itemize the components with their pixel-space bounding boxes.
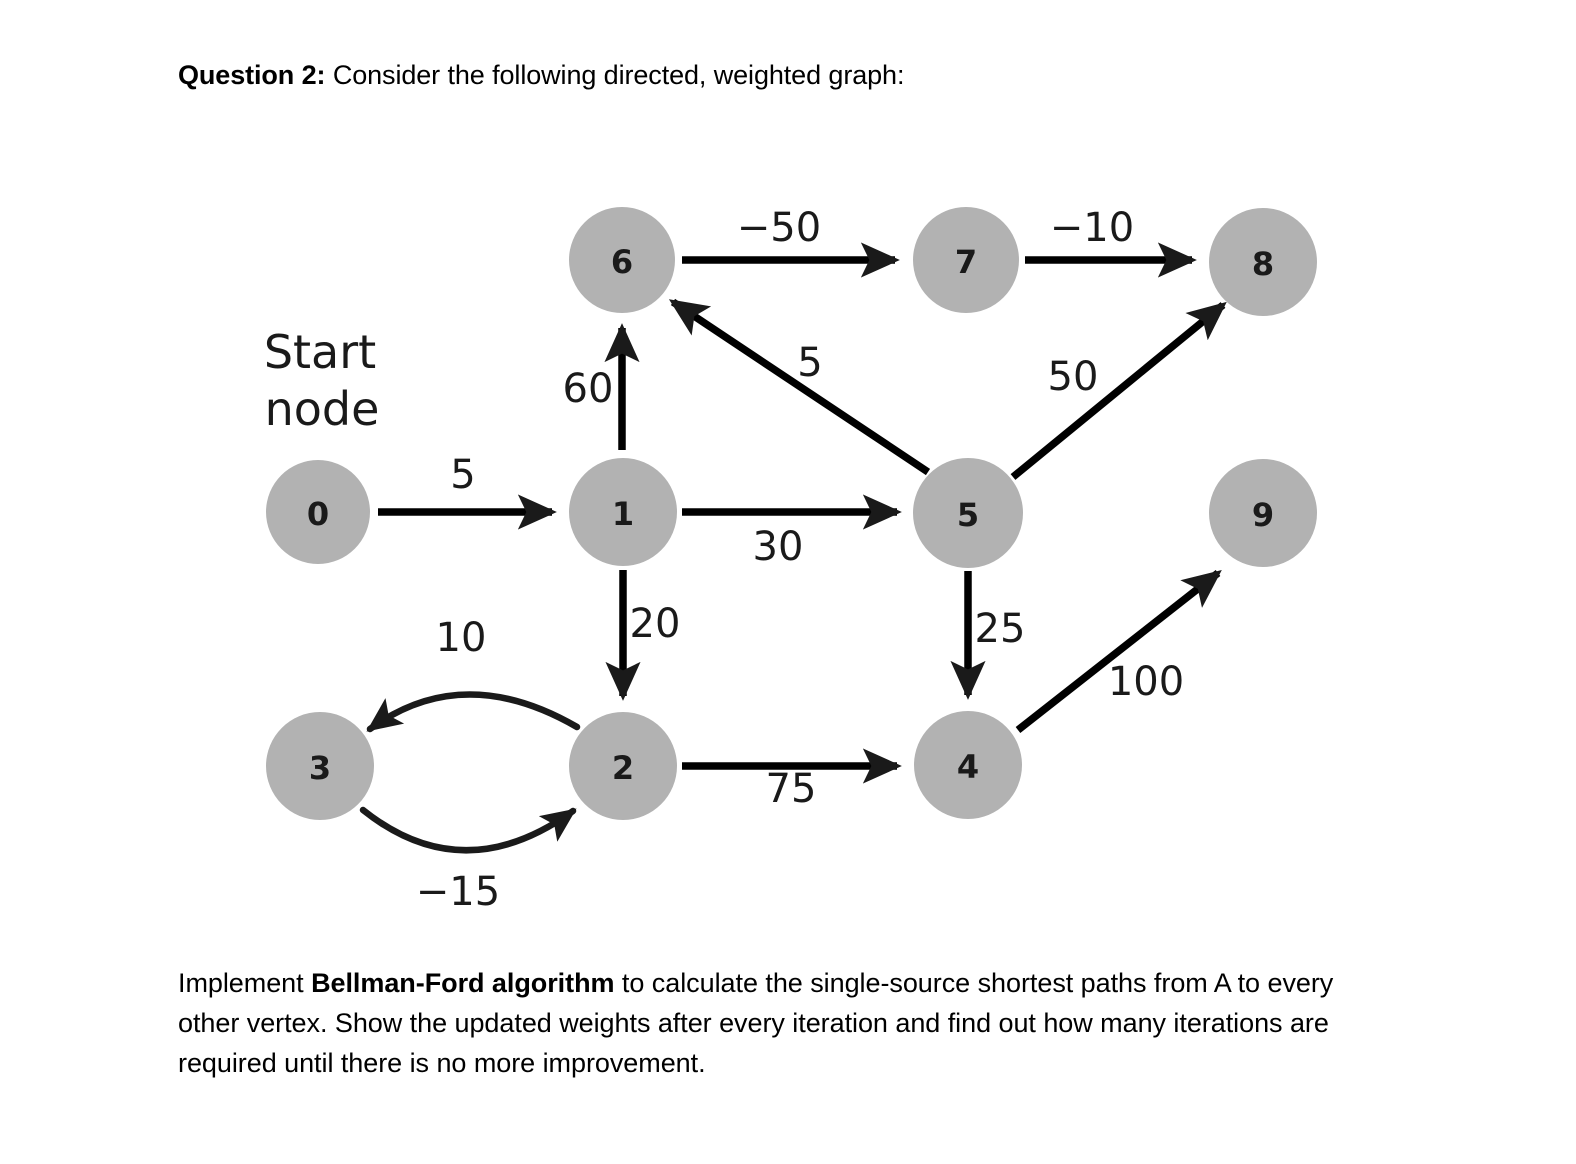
- edge-5-8: [1010, 301, 1227, 480]
- node-1-circle[interactable]: [569, 458, 677, 566]
- node-3[interactable]: 3: [266, 712, 374, 820]
- edge-label-6-7: −50: [737, 205, 821, 251]
- instructions-part2: to calculate the single-source shortest …: [178, 968, 1334, 1078]
- node-1-label: 1: [612, 495, 634, 533]
- node-6-circle[interactable]: [569, 207, 675, 313]
- start-node-label-line2: node: [265, 382, 380, 436]
- edge-3-2: [359, 806, 577, 854]
- edge-label-5-6: 5: [797, 340, 822, 386]
- node-4-circle[interactable]: [914, 711, 1022, 819]
- edge-label-4-9: 100: [1108, 659, 1184, 705]
- edge-label-1-2: 20: [630, 601, 681, 647]
- node-7-circle[interactable]: [913, 207, 1019, 313]
- node-1[interactable]: 1: [569, 458, 677, 566]
- node-8-label: 8: [1252, 245, 1274, 283]
- node-0-circle[interactable]: [266, 460, 370, 564]
- node-9-circle[interactable]: [1209, 459, 1317, 567]
- graph-figure: 5 60 30 20 −50 −10 5 50 25 10 −15 75 100…: [0, 150, 1400, 940]
- node-0[interactable]: 0: [266, 460, 370, 564]
- edge-label-2-3: 10: [436, 615, 487, 661]
- node-6-label: 6: [611, 243, 633, 281]
- edge-label-2-4: 75: [766, 766, 817, 812]
- edge-label-3-2: −15: [416, 869, 500, 915]
- question-header: Question 2: Consider the following direc…: [178, 58, 904, 92]
- node-7[interactable]: 7: [913, 207, 1019, 313]
- node-2[interactable]: 2: [569, 712, 677, 820]
- node-4-label: 4: [957, 748, 979, 786]
- node-8[interactable]: 8: [1209, 208, 1317, 316]
- start-node-annotation: Start node: [264, 325, 380, 436]
- graph-svg: 5 60 30 20 −50 −10 5 50 25 10 −15 75 100…: [264, 205, 1317, 915]
- node-0-label: 0: [307, 495, 329, 533]
- edge-label-7-8: −10: [1050, 205, 1134, 251]
- node-2-label: 2: [612, 749, 634, 787]
- node-5-circle[interactable]: [913, 458, 1023, 568]
- node-2-circle[interactable]: [569, 712, 677, 820]
- node-5[interactable]: 5: [913, 458, 1023, 568]
- edge-label-1-5: 30: [753, 524, 804, 570]
- edge-label-5-4: 25: [975, 606, 1026, 652]
- edge-5-6: [668, 298, 931, 476]
- edge-label-0-1: 5: [450, 452, 475, 498]
- edges-layer: [359, 242, 1227, 854]
- node-5-label: 5: [957, 496, 979, 534]
- question-number: Question 2:: [178, 60, 326, 90]
- edge-2-3: [366, 691, 581, 733]
- edge-labels-layer: 5 60 30 20 −50 −10 5 50 25 10 −15 75 100: [416, 205, 1184, 915]
- edge-label-5-8: 50: [1048, 354, 1099, 400]
- question-header-text: Consider the following directed, weighte…: [325, 60, 905, 90]
- edge-4-9: [1015, 569, 1222, 733]
- node-8-circle[interactable]: [1209, 208, 1317, 316]
- node-6[interactable]: 6: [569, 207, 675, 313]
- node-7-label: 7: [955, 243, 977, 281]
- node-3-circle[interactable]: [266, 712, 374, 820]
- node-9-label: 9: [1252, 496, 1274, 534]
- instructions-part1: Implement: [178, 968, 312, 998]
- nodes-layer: 0 1 2 3 4: [266, 207, 1317, 820]
- start-node-label-line1: Start: [264, 325, 376, 379]
- node-4[interactable]: 4: [914, 711, 1022, 819]
- node-3-label: 3: [309, 749, 331, 787]
- question-instructions: Implement Bellman-Ford algorithm to calc…: [178, 963, 1393, 1083]
- edge-label-1-6: 60: [563, 366, 614, 412]
- node-9[interactable]: 9: [1209, 459, 1317, 567]
- instructions-algorithm-name: Bellman-Ford algorithm: [311, 968, 615, 998]
